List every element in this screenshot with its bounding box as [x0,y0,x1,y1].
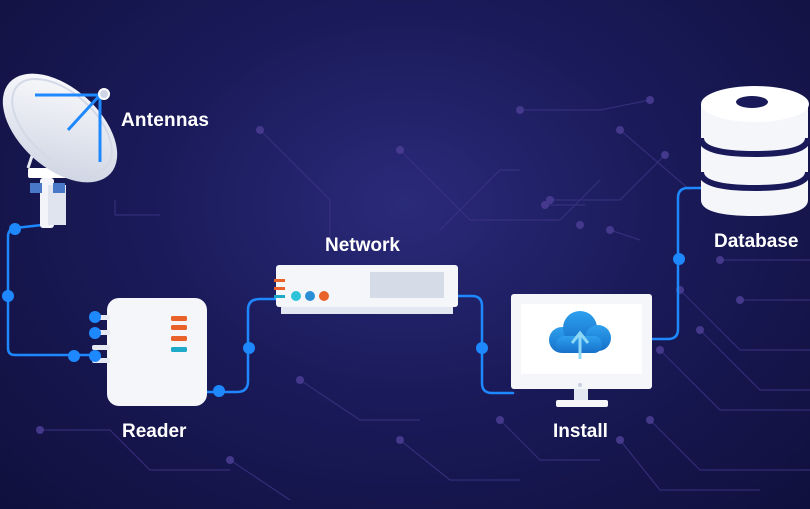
circuit-traces [40,99,810,501]
rfid-reader-icon [89,298,207,406]
database-label: Database [714,231,799,252]
reader-label: Reader [122,421,187,442]
connector-dots [2,223,685,397]
network-switch-icon [274,265,458,314]
circuit-nodes [36,96,744,464]
connector-reader-network [205,297,282,394]
monitor-cloud-upload-icon [511,294,652,407]
cloud-upload-icon [549,311,611,359]
connector-antenna-reader [6,223,97,357]
network-label: Network [325,235,400,256]
satellite-dish-icon [2,73,118,228]
antennas-label: Antennas [121,110,209,131]
database-cylinder-icon [698,86,810,216]
install-label: Install [553,421,608,442]
